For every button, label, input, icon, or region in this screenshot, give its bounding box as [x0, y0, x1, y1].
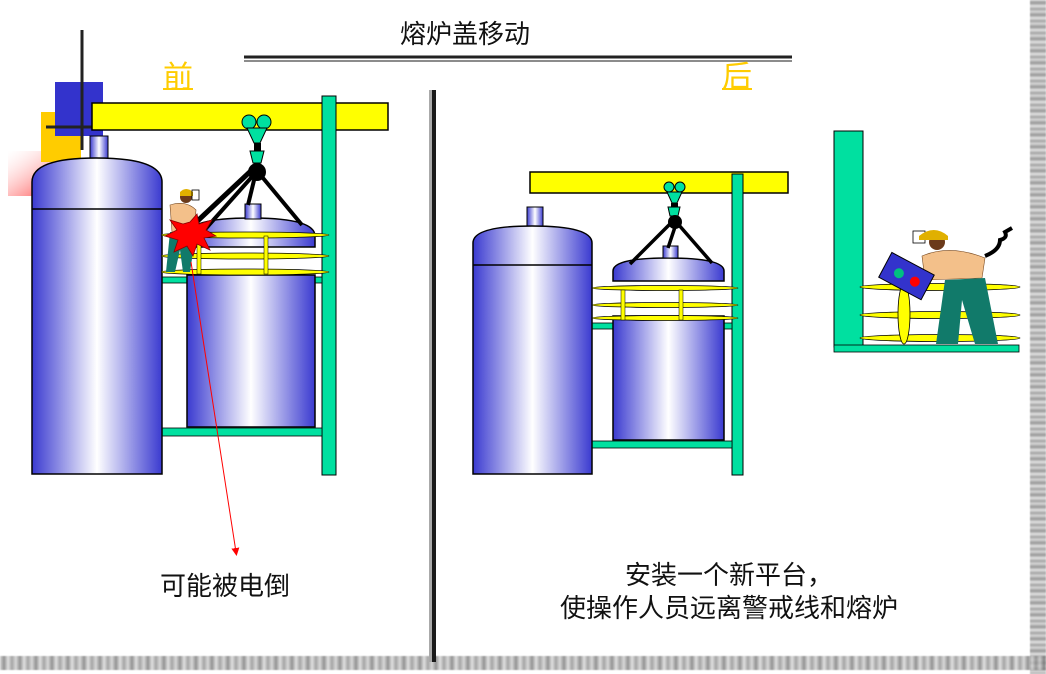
platform-beam-lower-before [159, 427, 323, 437]
after-scene [472, 130, 1021, 476]
crane-beam-after [529, 171, 789, 194]
furnace-secondary-before [186, 203, 316, 428]
frame-post-after [731, 173, 744, 476]
after-caption-line2: 使操作人员远离警戒线和熔炉 [560, 594, 899, 624]
after-caption-line1: 安装一个新平台， [625, 561, 834, 591]
after-label: 后 [722, 60, 752, 95]
crane-hook-after [628, 181, 714, 266]
frame-post-before [321, 95, 337, 476]
center-divider [429, 90, 436, 662]
worker-icon-after [912, 226, 1013, 344]
remote-control-icon [878, 251, 935, 301]
before-label: 前 [163, 60, 193, 95]
furnace-secondary-after [612, 245, 725, 441]
platform-beam-lower-after [591, 440, 733, 449]
crane-beam-before [91, 102, 389, 131]
after-caption: 安装一个新平台， 使操作人员远离警戒线和熔炉 [560, 560, 898, 626]
before-caption: 可能被电倒 [160, 572, 291, 602]
before-scene [31, 95, 389, 556]
slide-title: 熔炉盖移动 [400, 20, 531, 50]
furnace-main-after [472, 206, 593, 475]
crane-hook-before [188, 114, 304, 237]
new-platform-floor [833, 344, 1020, 353]
new-platform-post [833, 130, 864, 348]
furnace-lid-after [612, 257, 725, 282]
hazard-arrow [190, 261, 240, 556]
furnace-main-before [31, 135, 163, 475]
railing-after [591, 285, 739, 321]
torn-edge-right [1030, 0, 1046, 674]
decorative-logo [8, 30, 110, 196]
title-underline [244, 55, 792, 62]
torn-edge-bottom [0, 656, 1046, 670]
spark-burst-icon [163, 213, 218, 257]
